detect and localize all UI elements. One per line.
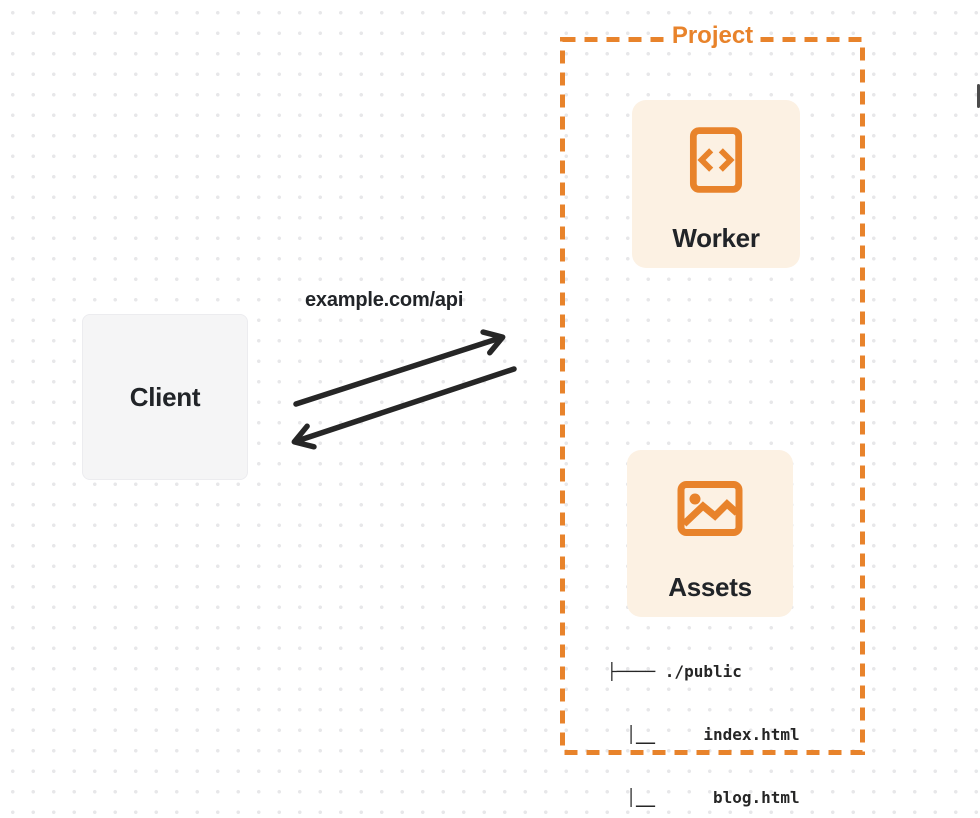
image-icon	[677, 480, 743, 538]
assets-file-tree: ├──── ./public │__ index.html │__ blog.h…	[607, 619, 800, 818]
response-arrow	[291, 366, 517, 450]
assets-label: Assets	[668, 572, 752, 602]
worker-label: Worker	[672, 223, 760, 253]
project-label: Project	[665, 22, 760, 50]
file-tree-item: │__ blog.html	[607, 788, 800, 807]
code-file-icon	[689, 126, 743, 194]
request-arrow	[293, 329, 506, 407]
client-node: Client	[82, 314, 248, 480]
file-tree-item: │__ index.html	[607, 725, 800, 744]
scrollbar-thumb[interactable]	[977, 84, 980, 108]
worker-node: Worker	[632, 100, 800, 268]
file-tree-root: ├──── ./public	[607, 662, 742, 681]
client-label: Client	[129, 381, 201, 412]
project-boundary: Project	[560, 22, 865, 755]
request-url-label: example.com/api	[305, 289, 464, 311]
assets-node: Assets	[627, 450, 793, 617]
